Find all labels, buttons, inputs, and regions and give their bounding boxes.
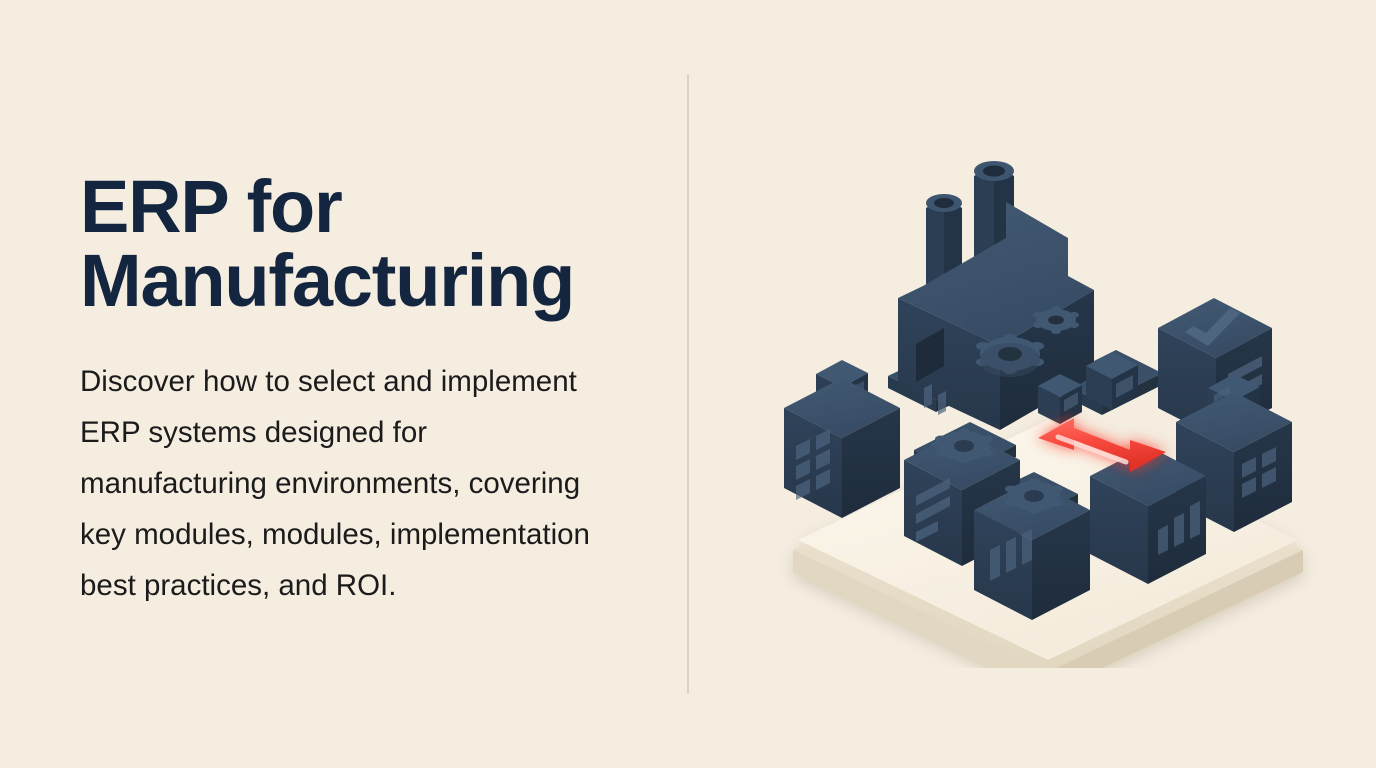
window-grid-right xyxy=(1242,447,1276,498)
gear-block-bottom xyxy=(974,478,1090,620)
gear-large xyxy=(976,334,1044,377)
document-lines-left xyxy=(916,478,950,542)
page-title: ERP for Manufacturing xyxy=(80,165,575,322)
illustration-pane xyxy=(700,0,1376,768)
window-grid-left xyxy=(796,429,830,500)
text-content-pane: ERP for Manufacturing Discover how to se… xyxy=(80,170,620,611)
gear-icon-bottom xyxy=(1005,478,1063,514)
isometric-erp-illustration xyxy=(784,161,1303,668)
gear-icon xyxy=(935,428,993,464)
windows-block-left xyxy=(784,360,900,518)
central-deck xyxy=(1038,352,1138,424)
factory-window-marks xyxy=(924,384,946,415)
chart-block xyxy=(1090,446,1206,584)
gear-small xyxy=(1033,306,1079,334)
crate-small xyxy=(1038,374,1082,424)
page-subtitle: Discover how to select and implement ERP… xyxy=(80,365,590,602)
vertical-divider xyxy=(687,74,689,694)
crate-large xyxy=(1086,352,1138,410)
factory-building xyxy=(898,161,1094,430)
red-double-arrow-icon xyxy=(1038,418,1166,472)
bar-chart-icon xyxy=(1158,501,1200,555)
gear-block-left xyxy=(904,428,1020,566)
bar-marks-bottom xyxy=(990,529,1032,581)
